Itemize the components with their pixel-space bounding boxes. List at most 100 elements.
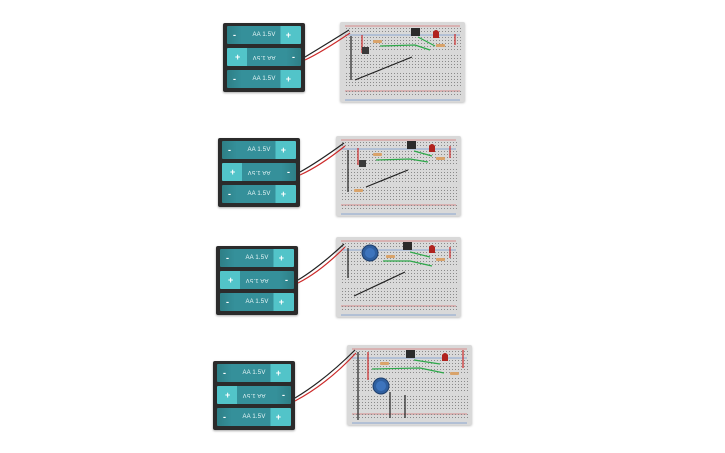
battery-wire-black[interactable]	[294, 349, 356, 399]
battery-wire-red[interactable]	[299, 145, 346, 176]
jumper-wire-green[interactable]	[409, 251, 431, 258]
battery-label: AA 1.5V	[242, 370, 266, 376]
battery-label: AA 1.5V	[242, 414, 266, 420]
transistor[interactable]	[406, 350, 415, 358]
plus-terminal: +	[275, 368, 281, 378]
minus-terminal: -	[292, 52, 295, 62]
breadboard-holes	[345, 25, 461, 101]
pushbutton[interactable]	[359, 160, 366, 167]
jumper-wire-black[interactable]	[354, 56, 413, 81]
plus-terminal: +	[280, 189, 286, 199]
led[interactable]	[433, 30, 439, 38]
led[interactable]	[429, 245, 435, 253]
breadboard[interactable]	[336, 136, 461, 216]
battery-label: AA 1.5V	[252, 32, 276, 38]
jumper-wire-black[interactable]	[365, 169, 409, 188]
resistor[interactable]	[373, 153, 382, 156]
battery-pack[interactable]: - AA 1.5V + + AA 1.5V - - AA 1.5V +	[218, 138, 300, 207]
minus-terminal: -	[233, 74, 236, 84]
battery-label: AA 1.5V	[245, 255, 269, 261]
battery-cell: - AA 1.5V +	[222, 185, 296, 203]
breadboard[interactable]	[336, 237, 461, 317]
potentiometer[interactable]	[361, 244, 379, 262]
plus-terminal: +	[280, 145, 286, 155]
breadboard-holes	[341, 139, 457, 215]
plus-terminal: +	[278, 253, 284, 263]
battery-cell: + AA 1.5V -	[220, 271, 294, 289]
led[interactable]	[429, 144, 435, 152]
battery-cell: - AA 1.5V +	[217, 364, 291, 382]
battery-cell: + AA 1.5V -	[222, 163, 296, 181]
battery-pack[interactable]: - AA 1.5V + + AA 1.5V - - AA 1.5V +	[223, 23, 305, 92]
battery-cell: - AA 1.5V +	[227, 70, 301, 88]
potentiometer[interactable]	[372, 377, 390, 395]
resistor[interactable]	[436, 44, 445, 47]
resistor[interactable]	[386, 255, 395, 258]
jumper-wire-black[interactable]	[353, 271, 406, 297]
plus-terminal: +	[285, 30, 291, 40]
jumper-wire-green[interactable]	[413, 359, 441, 365]
battery-wire-red[interactable]	[304, 32, 351, 61]
jumper-wire-green[interactable]	[371, 367, 445, 374]
resistor[interactable]	[354, 189, 363, 192]
battery-wire-red[interactable]	[294, 352, 357, 402]
plus-terminal: +	[275, 412, 281, 422]
plus-terminal: +	[225, 390, 231, 400]
minus-terminal: -	[233, 30, 236, 40]
battery-pack[interactable]: - AA 1.5V + + AA 1.5V - - AA 1.5V +	[213, 361, 295, 430]
minus-terminal: -	[287, 167, 290, 177]
minus-terminal: -	[223, 368, 226, 378]
minus-terminal: -	[226, 253, 229, 263]
transistor[interactable]	[411, 28, 420, 36]
battery-cell: + AA 1.5V -	[227, 48, 301, 66]
led[interactable]	[442, 353, 448, 361]
jumper-wire-green[interactable]	[383, 260, 433, 267]
minus-terminal: -	[228, 145, 231, 155]
battery-label: AA 1.5V	[245, 299, 269, 305]
jumper-wire-green[interactable]	[417, 36, 436, 47]
plus-terminal: +	[230, 167, 236, 177]
battery-cell: - AA 1.5V +	[222, 141, 296, 159]
minus-terminal: -	[223, 412, 226, 422]
plus-terminal: +	[228, 275, 234, 285]
resistor[interactable]	[380, 362, 389, 365]
minus-terminal: -	[282, 390, 285, 400]
pushbutton[interactable]	[362, 47, 369, 54]
jumper-wire-green[interactable]	[379, 44, 431, 51]
minus-terminal: -	[228, 189, 231, 199]
battery-cell: - AA 1.5V +	[220, 293, 294, 311]
battery-label: AA 1.5V	[247, 191, 271, 197]
resistor[interactable]	[436, 157, 445, 160]
battery-cell: - AA 1.5V +	[227, 26, 301, 44]
battery-cell: - AA 1.5V +	[217, 408, 291, 426]
jumper-wire-green[interactable]	[413, 150, 433, 157]
resistor[interactable]	[436, 258, 445, 261]
transistor[interactable]	[403, 242, 412, 250]
plus-terminal: +	[278, 297, 284, 307]
jumper-wire-green[interactable]	[375, 158, 429, 163]
plus-terminal: +	[235, 52, 241, 62]
breadboard-holes	[352, 348, 468, 424]
battery-wire-black[interactable]	[299, 142, 345, 173]
battery-cell: + AA 1.5V -	[217, 386, 291, 404]
breadboard-holes	[341, 240, 457, 316]
resistor[interactable]	[373, 40, 382, 43]
minus-terminal: -	[285, 275, 288, 285]
battery-wire-red[interactable]	[297, 246, 346, 284]
battery-wire-black[interactable]	[304, 29, 350, 58]
transistor[interactable]	[407, 141, 416, 149]
battery-label: AA 1.5V	[247, 147, 271, 153]
battery-cell: - AA 1.5V +	[220, 249, 294, 267]
plus-terminal: +	[285, 74, 291, 84]
battery-pack[interactable]: - AA 1.5V + + AA 1.5V - - AA 1.5V +	[216, 246, 298, 315]
battery-label: AA 1.5V	[252, 76, 276, 82]
minus-terminal: -	[226, 297, 229, 307]
breadboard[interactable]	[340, 22, 465, 102]
battery-wire-black[interactable]	[297, 243, 345, 281]
resistor[interactable]	[450, 372, 459, 375]
